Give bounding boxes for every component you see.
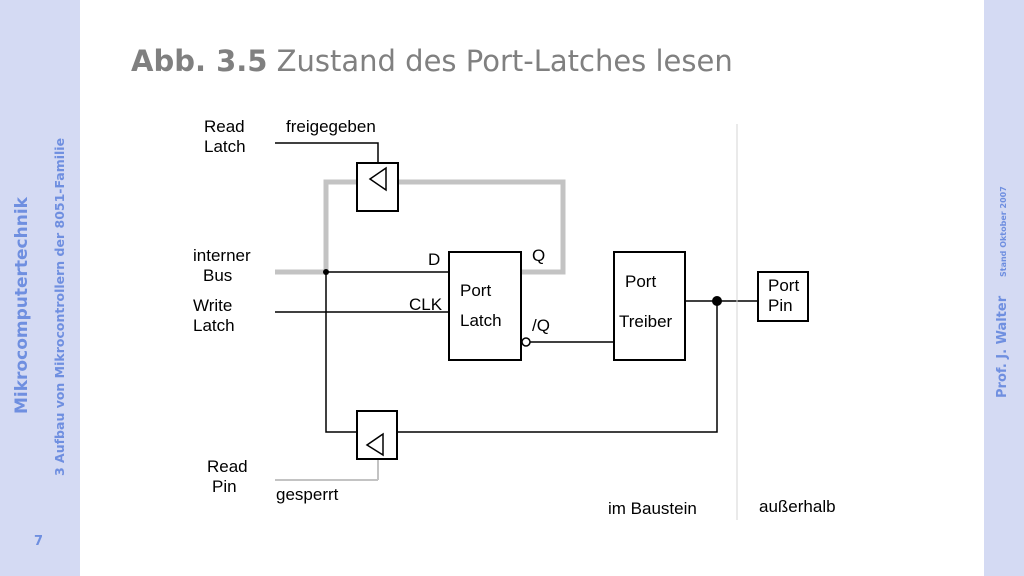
im-baustein-label: im Baustein: [608, 499, 697, 518]
figure-number: Abb. 3.5: [131, 44, 268, 78]
port-latch-box: [448, 251, 522, 361]
figure-title: Zustand des Port-Latches lesen: [276, 44, 733, 78]
pin-d-label: D: [428, 250, 441, 269]
nq-inversion-bubble: [521, 337, 531, 347]
pin-q-label: Q: [532, 246, 546, 265]
port-driver-box: [613, 251, 686, 361]
left-sidebar: [0, 0, 80, 576]
pin-clk-label: CLK: [409, 295, 443, 314]
read-latch-buffer-symbol: [368, 166, 387, 192]
bus-junction: [323, 269, 329, 275]
read-pin-buffer-symbol: [365, 432, 384, 457]
ausserhalb-label: außerhalb: [759, 497, 836, 516]
slide-title: Abb. 3.5 Zustand des Port-Latches lesen: [131, 44, 733, 78]
pin-junction: [712, 296, 722, 306]
pin-nq-label: /Q: [532, 316, 550, 335]
read-latch-enable-line: [275, 142, 379, 163]
port-pin-box: [757, 271, 809, 322]
read-latch-path: [275, 179, 566, 275]
right-sidebar: [984, 0, 1024, 576]
read-latch-buffer: [356, 162, 399, 212]
page-number: 7: [34, 534, 44, 549]
freigegeben-label: freigegeben: [286, 117, 376, 136]
bus-to-read-pin-line: [325, 272, 357, 433]
pin-feedback-line: [397, 301, 718, 433]
gesperrt-label: gesperrt: [276, 485, 339, 504]
